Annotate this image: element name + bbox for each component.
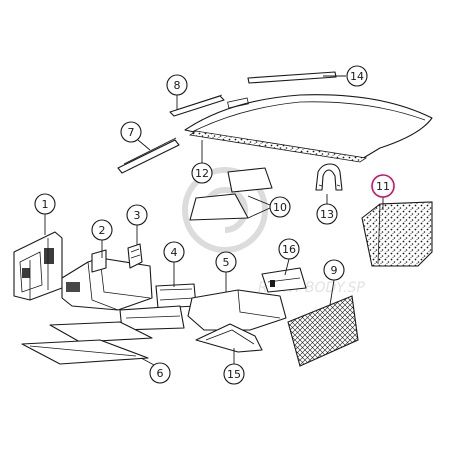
panel-1 bbox=[13, 231, 63, 301]
callout-3: 3 bbox=[126, 204, 148, 226]
callout-9: 9 bbox=[323, 259, 345, 281]
svg-text:12: 12 bbox=[195, 167, 209, 180]
callout-7: 7 bbox=[120, 121, 142, 143]
svg-text:5: 5 bbox=[223, 256, 230, 269]
strip-7 bbox=[117, 137, 180, 174]
roof-panel bbox=[184, 94, 433, 163]
callout-10: 10 bbox=[269, 196, 291, 218]
svg-text:3: 3 bbox=[134, 209, 141, 222]
trim-15 bbox=[195, 323, 263, 353]
bracket-3 bbox=[127, 243, 143, 269]
insulation-mat-11 bbox=[361, 201, 433, 267]
floor-panel-4 bbox=[119, 283, 197, 331]
svg-text:1: 1 bbox=[42, 198, 49, 211]
callout-11: 11 bbox=[371, 174, 395, 198]
svg-text:8: 8 bbox=[174, 79, 181, 92]
strip-8 bbox=[169, 94, 225, 117]
callout-12: 12 bbox=[191, 162, 213, 184]
clip-13 bbox=[315, 163, 343, 191]
svg-text:2: 2 bbox=[99, 224, 106, 237]
callout-6: 6 bbox=[149, 362, 171, 384]
callout-14: 14 bbox=[346, 65, 368, 87]
sill-panel-6 bbox=[21, 321, 153, 365]
mesh-9 bbox=[287, 295, 359, 367]
svg-text:7: 7 bbox=[128, 126, 135, 139]
callout-15: 15 bbox=[223, 363, 245, 385]
roof-strip-14 bbox=[247, 71, 337, 84]
callout-4: 4 bbox=[163, 241, 185, 263]
floor-bracket-2 bbox=[61, 249, 153, 311]
leader-lines bbox=[44, 75, 384, 367]
callout-13: 13 bbox=[316, 203, 338, 225]
svg-text:10: 10 bbox=[273, 201, 287, 214]
callout-2: 2 bbox=[91, 219, 113, 241]
carpet-5 bbox=[187, 289, 287, 331]
svg-text:11: 11 bbox=[376, 180, 390, 193]
svg-text:9: 9 bbox=[331, 264, 338, 277]
callout-16: 16 bbox=[278, 238, 300, 260]
svg-text:14: 14 bbox=[350, 70, 364, 83]
svg-text:6: 6 bbox=[157, 367, 164, 380]
callout-8: 8 bbox=[166, 74, 188, 96]
svg-text:16: 16 bbox=[282, 243, 296, 256]
svg-text:15: 15 bbox=[227, 368, 241, 381]
svg-text:13: 13 bbox=[320, 208, 334, 221]
bracket-16 bbox=[261, 267, 307, 293]
svg-text:4: 4 bbox=[171, 246, 178, 259]
callout-5: 5 bbox=[215, 251, 237, 273]
callout-1: 1 bbox=[34, 193, 56, 215]
